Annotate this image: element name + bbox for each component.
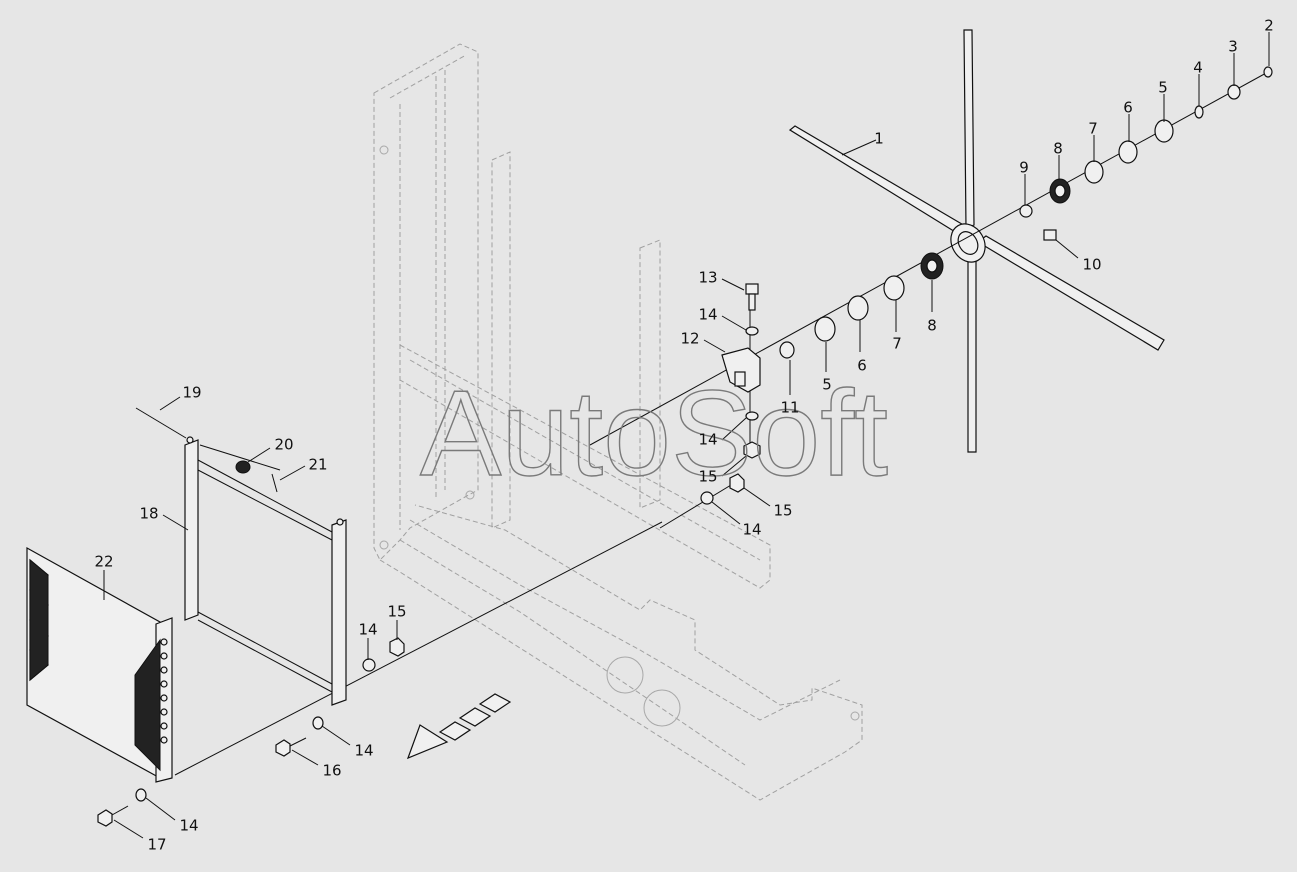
radiator-frame [135, 407, 405, 706]
callout-c19: 19 [182, 384, 201, 402]
callout-c8a: 8 [1053, 140, 1063, 158]
callout-c14d: 14 [358, 621, 377, 639]
callout-c12: 12 [680, 330, 699, 348]
callout-c7b: 7 [892, 335, 902, 353]
callout-c15c: 15 [387, 603, 406, 621]
fan-blade-assembly [788, 29, 1165, 453]
callout-c8b: 8 [927, 317, 937, 335]
callout-c3: 3 [1228, 38, 1238, 56]
callout-c14a: 14 [698, 306, 717, 324]
callout-c21: 21 [308, 456, 327, 474]
callout-c20: 20 [274, 436, 293, 454]
mounting-bolts [97, 716, 324, 827]
callout-c14c: 14 [742, 521, 761, 539]
callout-leaders [103, 32, 1270, 839]
watermark-text: AutoSoft [420, 365, 888, 501]
callout-c15b: 15 [773, 502, 792, 520]
callout-c5b: 5 [822, 376, 832, 394]
callout-c17: 17 [147, 836, 166, 854]
callout-c15a: 15 [698, 468, 717, 486]
callout-c6b: 6 [857, 357, 867, 375]
chassis-frame-outline [373, 43, 863, 801]
direction-arrow-icon [406, 693, 512, 760]
callout-c18: 18 [139, 505, 158, 523]
cooler-tube-ends [160, 638, 168, 744]
callout-c14b: 14 [698, 431, 717, 449]
callout-labels: 1234567891087651112131414151514192021182… [94, 17, 1273, 854]
callout-c14e: 14 [354, 742, 373, 760]
callout-c14f: 14 [179, 817, 198, 835]
callout-c6a: 6 [1123, 99, 1133, 117]
callout-c10: 10 [1082, 256, 1101, 274]
callout-c9: 9 [1019, 159, 1029, 177]
hub-components [700, 66, 1273, 505]
callout-c7a: 7 [1088, 120, 1098, 138]
callout-c11: 11 [780, 399, 799, 417]
callout-c1: 1 [874, 130, 884, 148]
callout-c16: 16 [322, 762, 341, 780]
callout-c13: 13 [698, 269, 717, 287]
cooler-core [26, 546, 173, 783]
callout-c2: 2 [1264, 17, 1274, 35]
callout-c4: 4 [1193, 59, 1203, 77]
callout-c5a: 5 [1158, 79, 1168, 97]
callout-c22: 22 [94, 553, 113, 571]
